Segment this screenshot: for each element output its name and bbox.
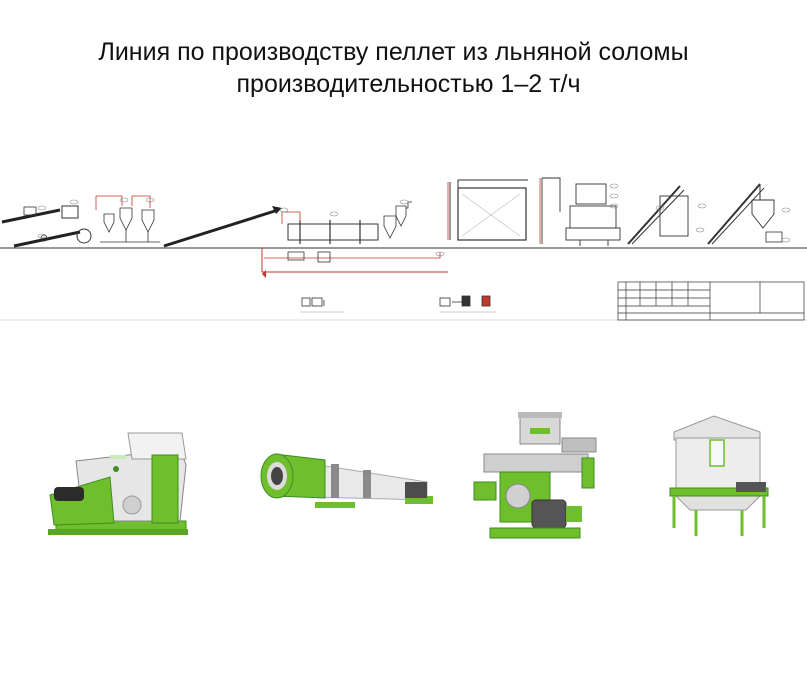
process-line-layout xyxy=(0,177,807,321)
chopper-box xyxy=(23,206,37,216)
cooler-drawing xyxy=(659,195,689,237)
rotary-dryer-drawing xyxy=(287,223,379,241)
legend-icons-left xyxy=(301,297,325,307)
hammer-mill-icon xyxy=(48,432,188,535)
hot-air-return-line xyxy=(261,248,448,273)
counterflow-cooler-icon xyxy=(669,415,769,536)
air-duct-1 xyxy=(95,195,123,210)
air-duct-2 xyxy=(131,195,151,208)
storage-bin-drawing xyxy=(457,187,527,241)
packing-machine-drawing xyxy=(751,199,775,229)
pellet-mill-icon xyxy=(473,412,597,539)
title-block-table xyxy=(617,281,805,321)
belt-conveyor-1 xyxy=(1,208,61,224)
cyclone-group-1 xyxy=(100,207,160,243)
pellet-mill-drawings xyxy=(565,183,621,246)
chopper-machine xyxy=(61,205,79,219)
bucket-elevator xyxy=(541,177,561,244)
hammer-mill-drawing xyxy=(76,228,92,244)
inclined-conveyor-2 xyxy=(627,185,681,245)
conveyor-head xyxy=(272,206,282,214)
rotary-dryer-icon xyxy=(260,453,433,508)
cyclone-group-2 xyxy=(383,201,412,239)
furnace-drawing xyxy=(287,251,305,261)
inclined-conveyor xyxy=(163,208,279,248)
legend-icons-right xyxy=(439,295,491,307)
callout-ovals xyxy=(37,183,791,257)
title-line-2: производительностью 1–2 т/ч xyxy=(236,70,581,98)
dryer-feed-duct xyxy=(281,211,301,224)
page-title: Линия по производству пеллет из льняной … xyxy=(0,36,807,100)
title-line-1: Линия по производству пеллет из льняной … xyxy=(98,38,689,66)
inclined-conveyor-3 xyxy=(707,183,761,245)
